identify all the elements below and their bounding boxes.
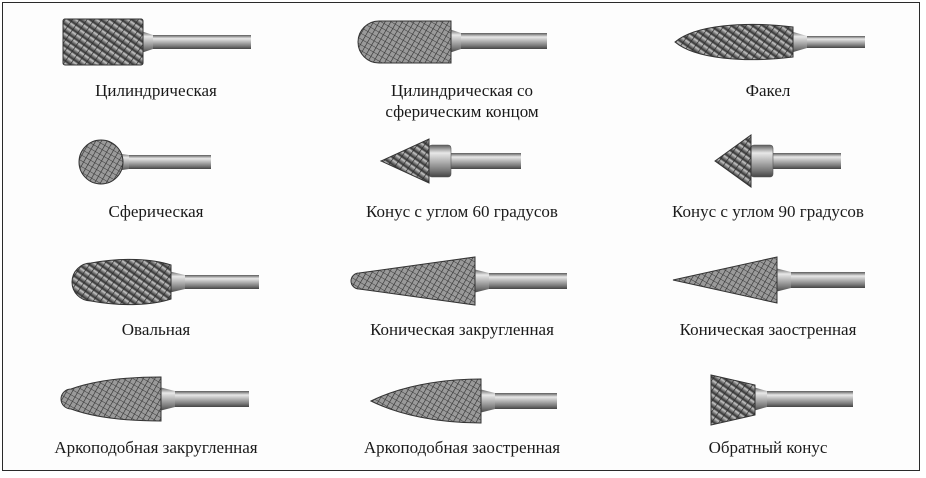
- rounded-cone-burr-icon: [350, 256, 567, 306]
- burr-label: Цилиндрическая со сферическим концом: [385, 81, 539, 121]
- rounded-arch-burr-icon: [60, 376, 249, 422]
- burr-cell: Цилиндрическая со сферическим концом: [309, 3, 615, 121]
- burr-label: Факел: [745, 81, 791, 100]
- burr-cell: Обратный конус: [615, 361, 921, 478]
- oval-burr-icon: [71, 258, 259, 306]
- burr-label: Конус с углом 60 градусов: [366, 202, 558, 221]
- burr-types-panel: Цилиндрическая Цилиндрическая со сфериче…: [2, 2, 920, 471]
- burr-label: Сферическая: [108, 202, 204, 221]
- burr-label: Аркоподобная закругленная: [54, 438, 258, 457]
- cylindrical-burr-icon: [62, 18, 251, 66]
- pointed-cone-burr-icon: [672, 256, 865, 304]
- burr-label: Овальная: [121, 320, 191, 339]
- burr-label: Обратный конус: [708, 438, 828, 457]
- flame-burr-icon: [674, 23, 865, 61]
- burr-label: Конус с углом 90 градусов: [672, 202, 864, 221]
- burr-label: Цилиндрическая: [95, 81, 217, 100]
- cylindrical-ball-end-burr-icon: [357, 20, 547, 64]
- inverted-cone-burr-icon: [710, 374, 853, 426]
- burr-cell: Факел: [615, 3, 921, 120]
- burr-label: Аркоподобная заостренная: [363, 438, 561, 457]
- burr-label: Коническая закругленная: [370, 320, 554, 339]
- burr-cell: Сферическая: [3, 121, 309, 238]
- cone-90-burr-icon: [714, 134, 841, 188]
- burr-cell: Конус с углом 90 градусов: [615, 121, 921, 238]
- burr-label: Коническая заостренная: [679, 320, 857, 339]
- burr-cell: Коническая заостренная: [615, 241, 921, 358]
- burr-cell: Конус с углом 60 градусов: [309, 121, 615, 238]
- pointed-arch-burr-icon: [369, 378, 557, 424]
- burr-cell: Аркоподобная закругленная: [3, 361, 309, 478]
- cone-60-burr-icon: [379, 138, 521, 184]
- ball-burr-icon: [78, 139, 211, 185]
- burr-cell: Цилиндрическая: [3, 3, 309, 120]
- burr-cell: Аркоподобная заостренная: [309, 361, 615, 478]
- burr-cell: Овальная: [3, 241, 309, 358]
- burr-cell: Коническая закругленная: [309, 241, 615, 358]
